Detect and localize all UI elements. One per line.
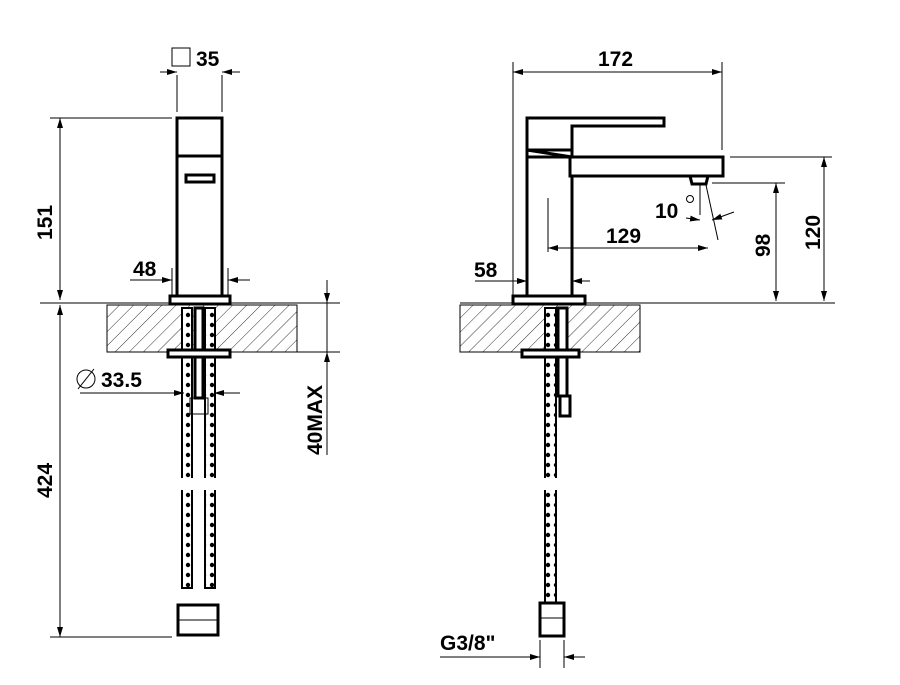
side-base-plate — [511, 294, 587, 306]
front-view: 35 151 48 33.5 40MAX 424 — [34, 47, 340, 638]
dim-spray-angle: 10 — [655, 200, 678, 223]
degree-symbol — [686, 195, 694, 203]
side-spout — [568, 155, 725, 178]
side-faucet-body — [525, 148, 574, 300]
side-lever — [525, 116, 666, 152]
front-fixing-nut — [166, 348, 232, 359]
dim-base-width: 48 — [133, 258, 157, 281]
side-aerator — [688, 174, 710, 186]
side-hose-connector — [538, 601, 566, 638]
dim-spout-height: 120 — [802, 215, 825, 250]
dim-height: 151 — [34, 205, 57, 240]
dim-hose-length: 424 — [34, 463, 57, 498]
dim-spout-square: 35 — [196, 48, 220, 71]
dim-outlet-height: 98 — [752, 233, 775, 257]
diameter-symbol — [76, 369, 96, 389]
dim-spout-reach: 129 — [606, 225, 641, 248]
dim-connection: G3/8" — [440, 632, 495, 655]
front-base-plate — [168, 294, 232, 306]
dim-total-depth: 172 — [598, 48, 633, 71]
square-symbol — [171, 47, 191, 67]
dim-base-depth: 58 — [474, 259, 498, 282]
dim-hole-diameter: 33.5 — [101, 369, 142, 392]
side-view: 172 120 98 129 10 58 G3/8" — [440, 48, 835, 668]
dim-deck-thickness: 40MAX — [304, 385, 327, 455]
